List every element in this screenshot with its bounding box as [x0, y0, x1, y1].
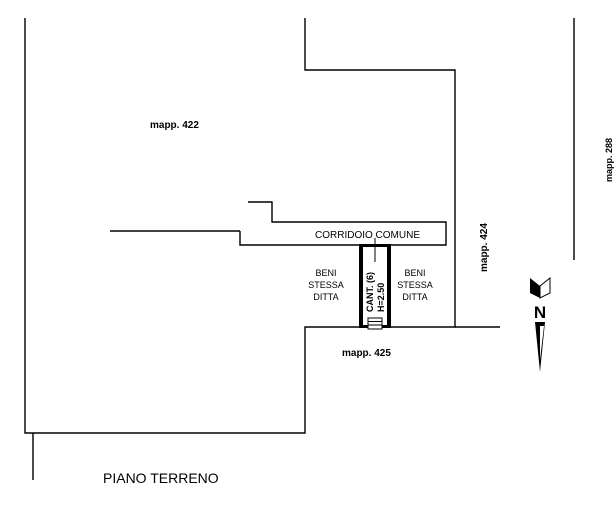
north-arrow-head-highlight — [540, 326, 544, 360]
beni-right-line-3: DITTA — [402, 292, 427, 302]
mapp-422-label: mapp. 422 — [150, 120, 199, 131]
north-arrow-tail-right — [539, 276, 551, 299]
floor-title: PIANO TERRENO — [103, 470, 219, 486]
beni-right-line-2: STESSA — [397, 280, 433, 290]
cantina-height-label: H=2.50 — [376, 283, 386, 312]
beni-left-line-3: DITTA — [313, 292, 338, 302]
cantina-threshold — [367, 317, 383, 330]
north-arrow: N — [530, 276, 551, 372]
cantina-name-label: CANT. (6) — [365, 272, 375, 312]
beni-left-line-2: STESSA — [308, 280, 344, 290]
beni-right-line-1: BENI — [404, 268, 425, 278]
boundary-lines — [24, 18, 575, 480]
beni-left-block: BENI STESSA DITTA — [308, 268, 344, 302]
mapp-288-label: mapp. 288 — [604, 138, 614, 182]
cantina-room — [359, 238, 391, 330]
beni-left-line-1: BENI — [315, 268, 336, 278]
corridoio-comune-label: CORRIDOIO COMUNE — [315, 230, 420, 241]
north-arrow-tail-left — [530, 278, 540, 298]
mapp-425-label: mapp. 425 — [342, 348, 391, 359]
upper-step-line — [239, 201, 447, 246]
north-label: N — [534, 303, 546, 322]
parcel-422-outline — [24, 18, 456, 434]
beni-right-block: BENI STESSA DITTA — [397, 268, 433, 302]
mapp-424-label: mapp. 424 — [479, 223, 490, 272]
